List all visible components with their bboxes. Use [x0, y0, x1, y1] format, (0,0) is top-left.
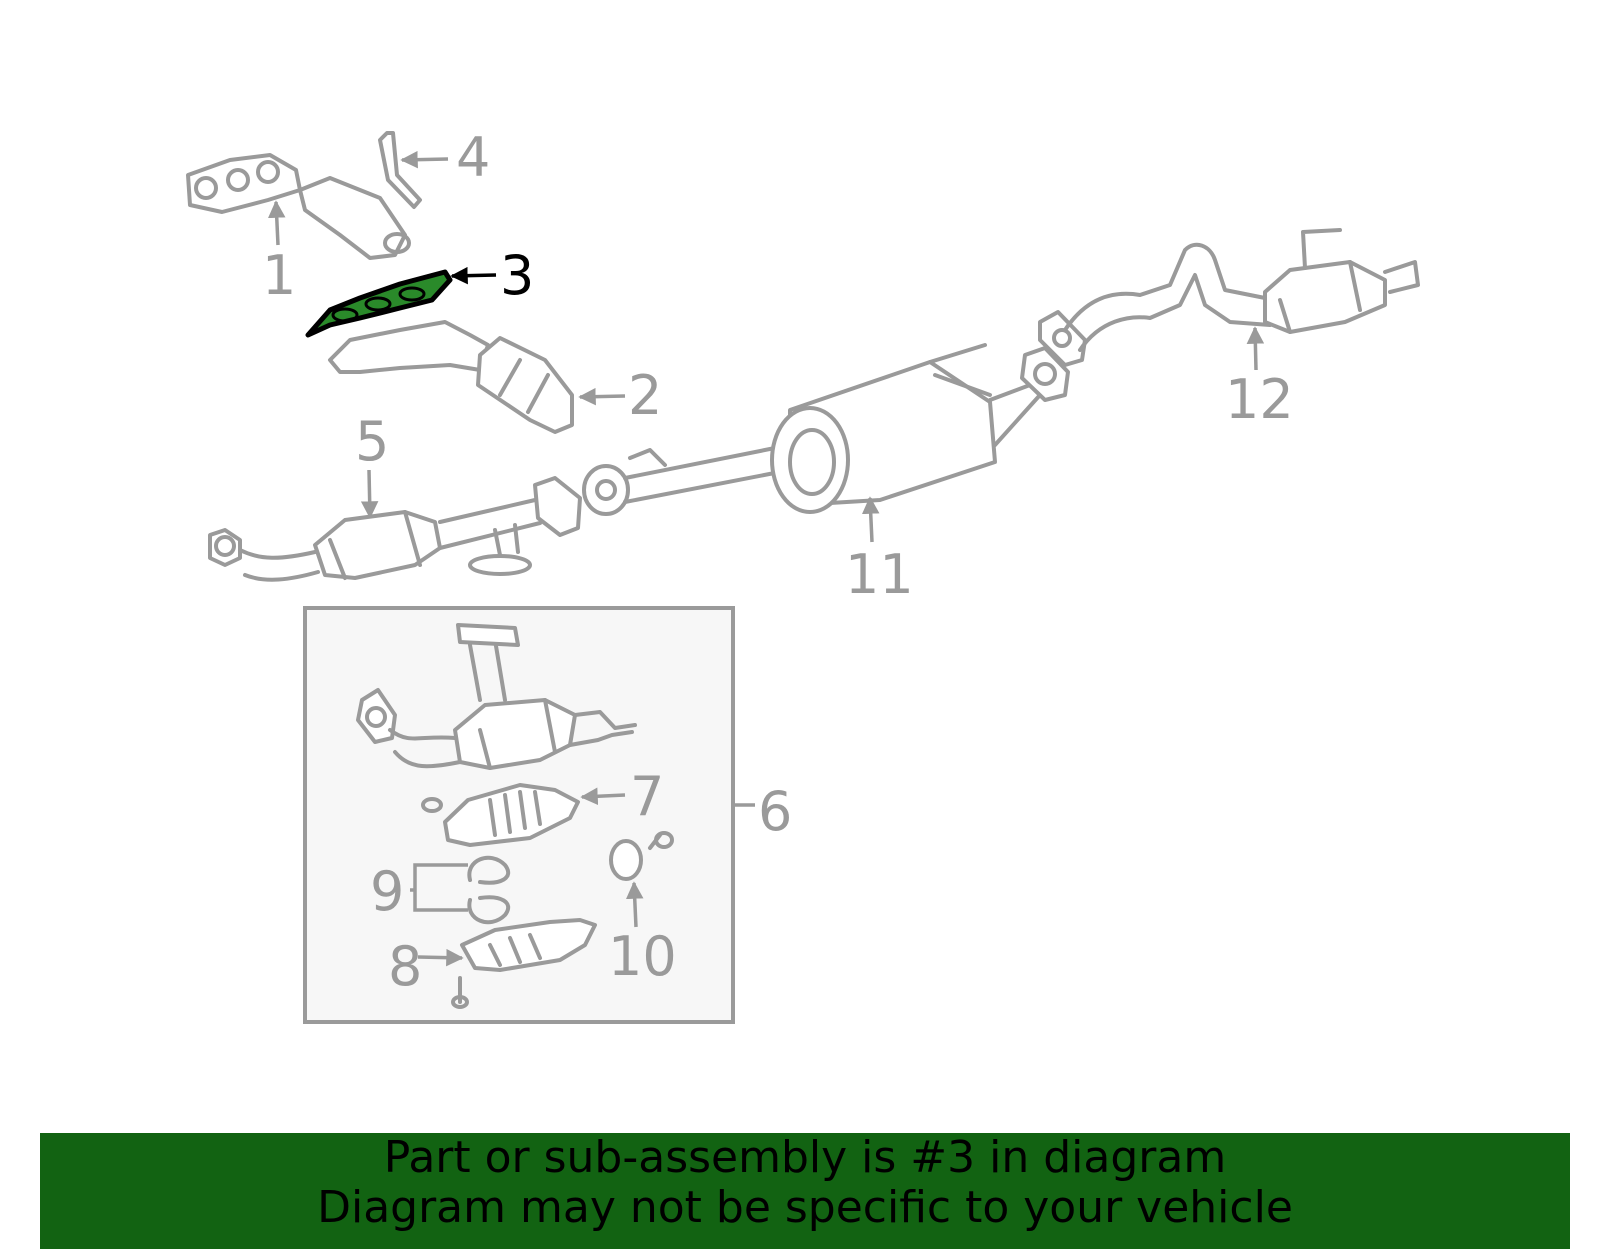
callout-8: 8 [388, 935, 422, 998]
callout-10: 10 [608, 925, 677, 988]
banner-line-2: Diagram may not be specific to your vehi… [317, 1182, 1293, 1233]
info-banner: Part or sub-assembly is #3 in diagram Di… [40, 1133, 1570, 1249]
part-12-tailpipe[interactable] [1038, 228, 1420, 367]
leader-7 [580, 787, 626, 806]
part-7-heat-shield[interactable] [421, 783, 580, 847]
part-8-heat-shield[interactable] [451, 918, 597, 1009]
leader-1 [267, 200, 286, 246]
part-4-bracket[interactable] [378, 131, 422, 209]
part-11-muffler[interactable] [582, 343, 1070, 516]
leader-3 [450, 266, 497, 285]
part-5-front-pipe[interactable] [208, 476, 582, 582]
leader-5 [360, 469, 379, 519]
callout-4: 4 [456, 126, 490, 189]
callout-3: 3 [500, 244, 534, 307]
leader-10 [625, 881, 644, 928]
part-1-manifold[interactable] [186, 153, 411, 260]
leader-9 [410, 863, 468, 912]
part-10-gasket-bolt[interactable] [609, 831, 674, 881]
callout-6: 6 [758, 780, 792, 843]
leader-2 [578, 387, 626, 406]
banner-line-1: Part or sub-assembly is #3 in diagram [383, 1132, 1227, 1183]
leader-12 [1246, 326, 1265, 371]
callout-7: 7 [630, 765, 664, 828]
part-9-clamps[interactable] [467, 855, 511, 925]
callout-9: 9 [370, 860, 404, 923]
part-2-converter[interactable] [328, 320, 574, 434]
callout-2: 2 [628, 364, 662, 427]
callout-12: 12 [1225, 368, 1294, 431]
leader-8 [417, 948, 464, 967]
callout-5: 5 [355, 410, 389, 473]
leader-4 [400, 150, 449, 169]
leader-11 [861, 496, 880, 543]
callout-1: 1 [262, 244, 296, 307]
part-3-gasket[interactable] [305, 269, 453, 338]
callout-11: 11 [845, 543, 914, 606]
subassembly-6-pipe[interactable] [356, 623, 637, 770]
